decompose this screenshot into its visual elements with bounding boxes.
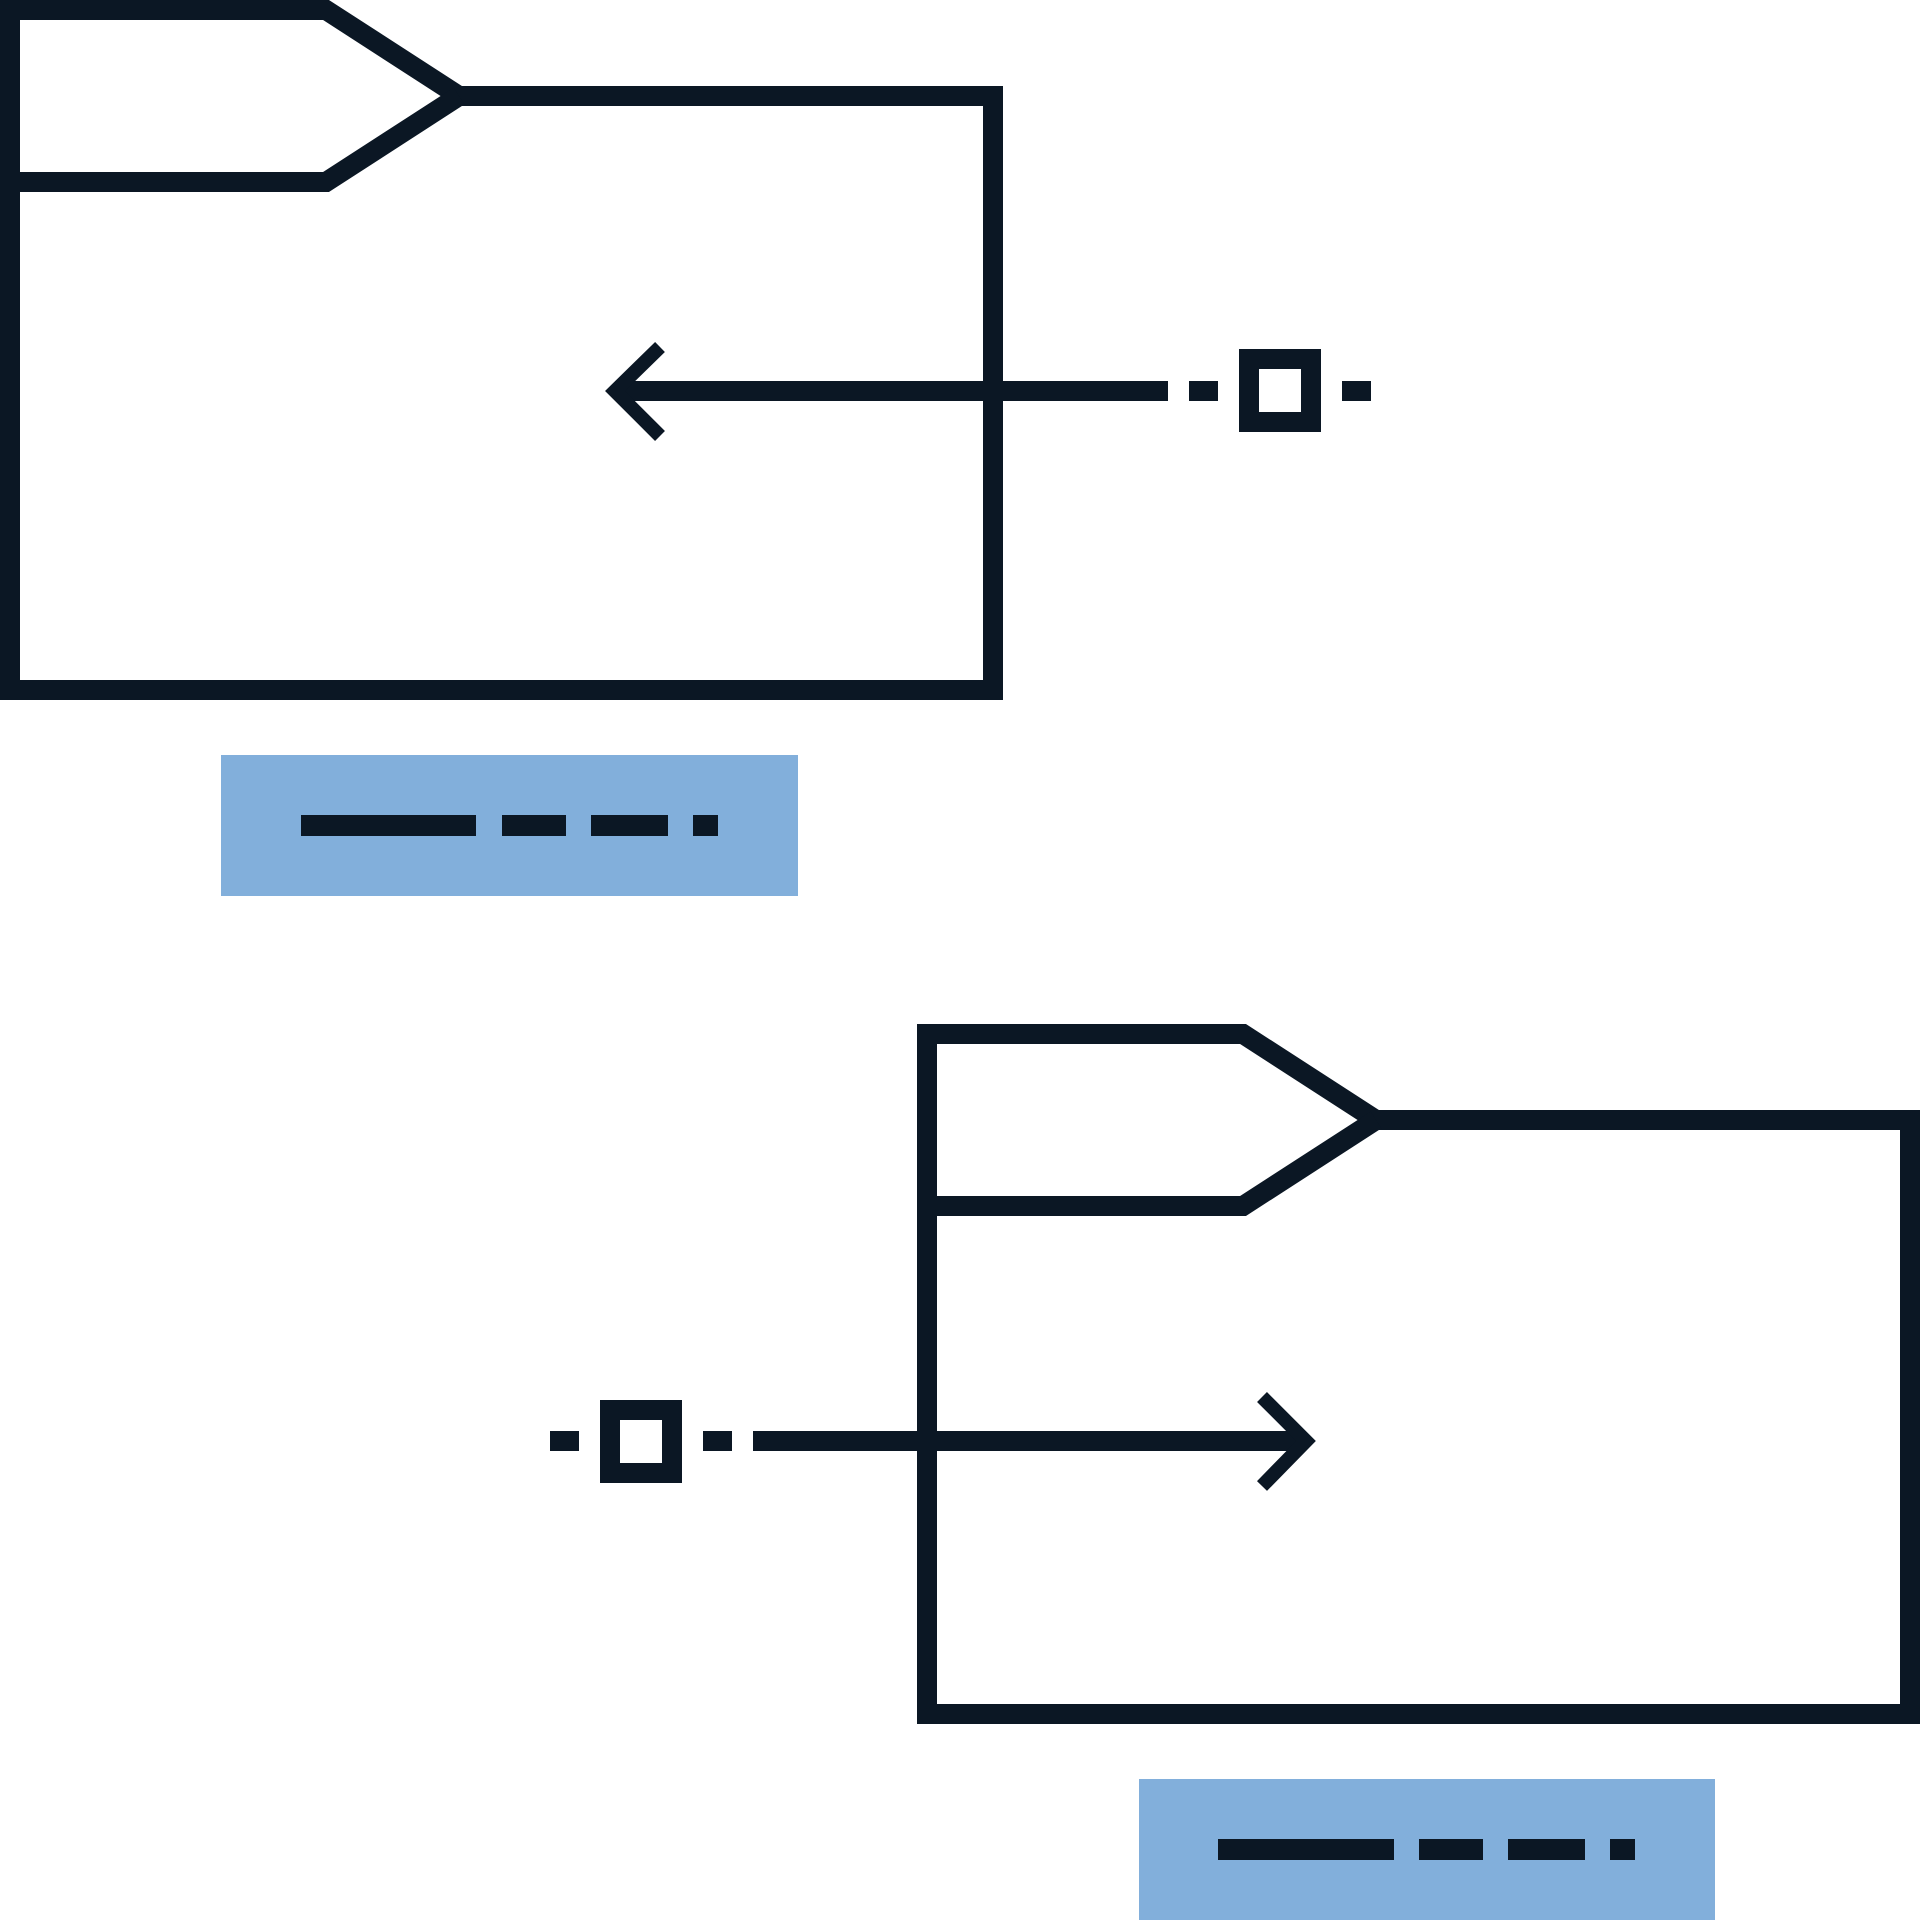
folder-tab [10, 87, 465, 192]
text-line [591, 815, 668, 836]
folder-icon [0, 0, 1003, 700]
file-square-icon [600, 1400, 682, 1483]
dash-small [1189, 381, 1218, 401]
file-square-icon [1239, 349, 1321, 432]
text-line [301, 815, 476, 836]
text-line [1218, 1839, 1394, 1860]
text-line [693, 815, 718, 836]
arrow-left-icon [605, 341, 665, 441]
arrow-right-icon [1256, 1392, 1316, 1491]
text-line [1610, 1839, 1635, 1860]
folder-icon [917, 1024, 1920, 1724]
dash-small [1342, 381, 1371, 401]
text-line [1508, 1839, 1585, 1860]
dash-small [703, 1431, 732, 1451]
bottom-folder-group [550, 1024, 1920, 1920]
dash-small [550, 1431, 579, 1451]
folder-tab [927, 1111, 1382, 1216]
text-line [1419, 1839, 1483, 1860]
text-line [502, 815, 566, 836]
top-folder-group [0, 0, 1371, 896]
